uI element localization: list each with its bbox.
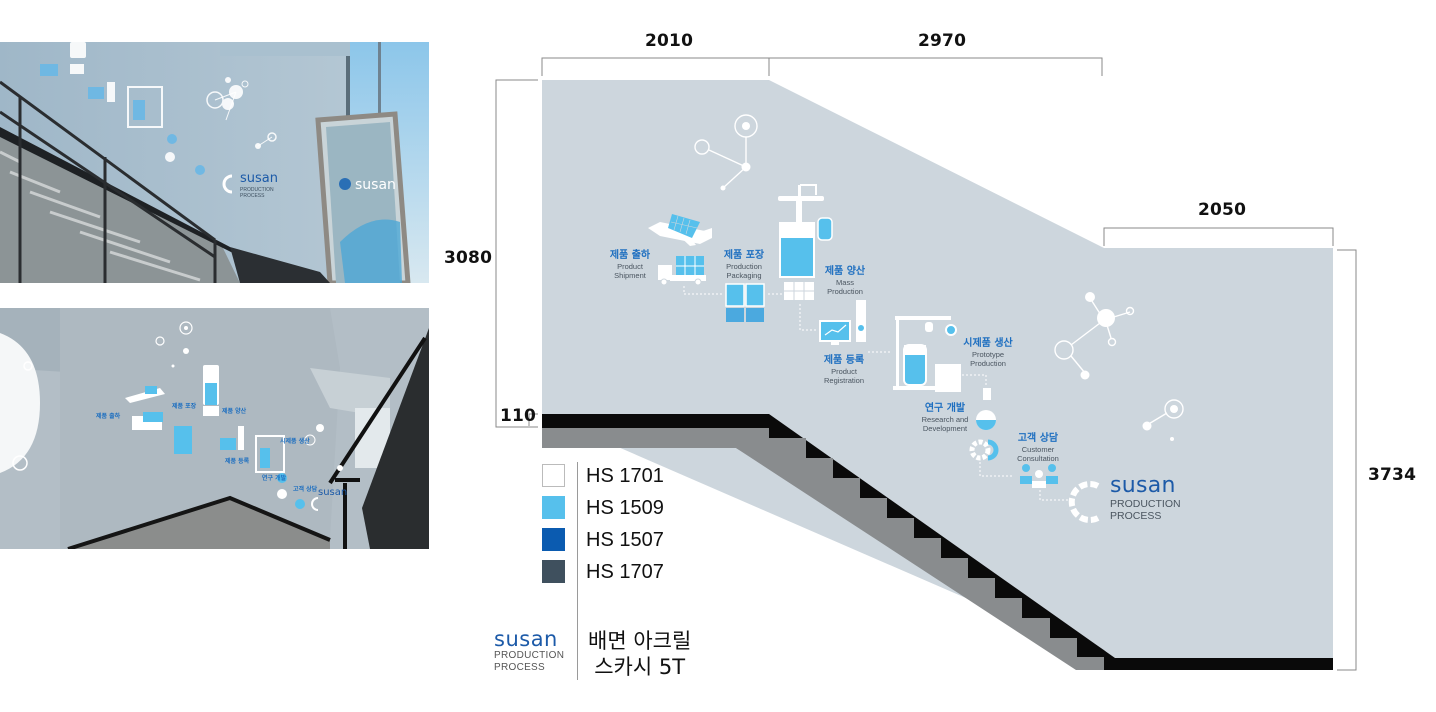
legend-label: HS 1509 [586, 497, 664, 519]
svg-text:susan: susan [318, 487, 347, 498]
svg-text:제품 포장: 제품 포장 [172, 402, 197, 410]
airplane-icon [648, 214, 712, 246]
dim-top-middle-width: 2970 [918, 31, 967, 51]
flask-icon [976, 388, 996, 430]
svg-text:제품 등록: 제품 등록 [225, 457, 250, 465]
svg-text:연구 개발: 연구 개발 [262, 474, 287, 482]
legend-label: HS 1707 [586, 561, 664, 583]
logo-gear-icon [1068, 481, 1100, 523]
swatch-hs1509 [542, 496, 565, 519]
monitor-icon [819, 300, 866, 345]
step-label-prototype: 시제품 생산 Prototype Production [963, 338, 1013, 368]
installation-photo-stairwell-landing: 제품 출하 제품 포장 제품 양산 제품 등록 시제품 생산 연구 개발 고객 … [0, 308, 429, 549]
packaging-icon [725, 283, 765, 322]
installation-photo-stairwell-door: susan [0, 42, 429, 283]
legend-divider [577, 462, 578, 680]
dim-baseboard-height: 110 [500, 406, 537, 426]
consultation-icon [1020, 464, 1058, 488]
swatch-hs1707 [542, 560, 565, 583]
swatch-hs1507 [542, 528, 565, 551]
step-label-research: 연구 개발 Research and Development [921, 403, 969, 433]
svg-text:제품 양산: 제품 양산 [222, 407, 247, 415]
svg-text:고객 상담: 고객 상담 [293, 485, 318, 493]
legend-label: HS 1701 [586, 465, 664, 487]
step-label-registration: 제품 등록 Product Registration [823, 355, 865, 385]
swatch-hs1701 [542, 464, 565, 487]
svg-text:시제품 생산: 시제품 생산 [280, 437, 310, 445]
dim-left-height: 3080 [444, 248, 493, 268]
dim-right-top-width: 2050 [1198, 200, 1247, 220]
svg-text:제품 출하: 제품 출하 [96, 412, 121, 420]
step-label-packaging: 제품 포장 Production Packaging [723, 250, 765, 280]
step-label-mass-production: 제품 양산 Mass Production [824, 266, 866, 296]
step-label-shipment: 제품 출하 Product Shipment [609, 250, 651, 280]
gear-icon [969, 439, 999, 461]
material-note: 배면 아크릴 스카시 5T [588, 629, 692, 679]
brand-logo-small: susan PRODUCTION PROCESS [494, 627, 565, 673]
photo1-logo-word: susan [240, 171, 278, 186]
svg-text:PRODUCTION: PRODUCTION [240, 187, 274, 193]
truck-icon [658, 256, 706, 286]
brand-logo: susan PRODUCTION PROCESS [1110, 473, 1181, 523]
dim-right-height: 3734 [1368, 465, 1417, 485]
legend-label: HS 1507 [586, 529, 664, 551]
door-logo-text: susan [355, 177, 396, 193]
svg-text:PROCESS: PROCESS [240, 193, 265, 199]
step-label-consultation: 고객 상담 Customer Consultation [1017, 433, 1059, 463]
dim-top-left-width: 2010 [645, 31, 694, 51]
prototype-apparatus-icon [893, 316, 961, 392]
